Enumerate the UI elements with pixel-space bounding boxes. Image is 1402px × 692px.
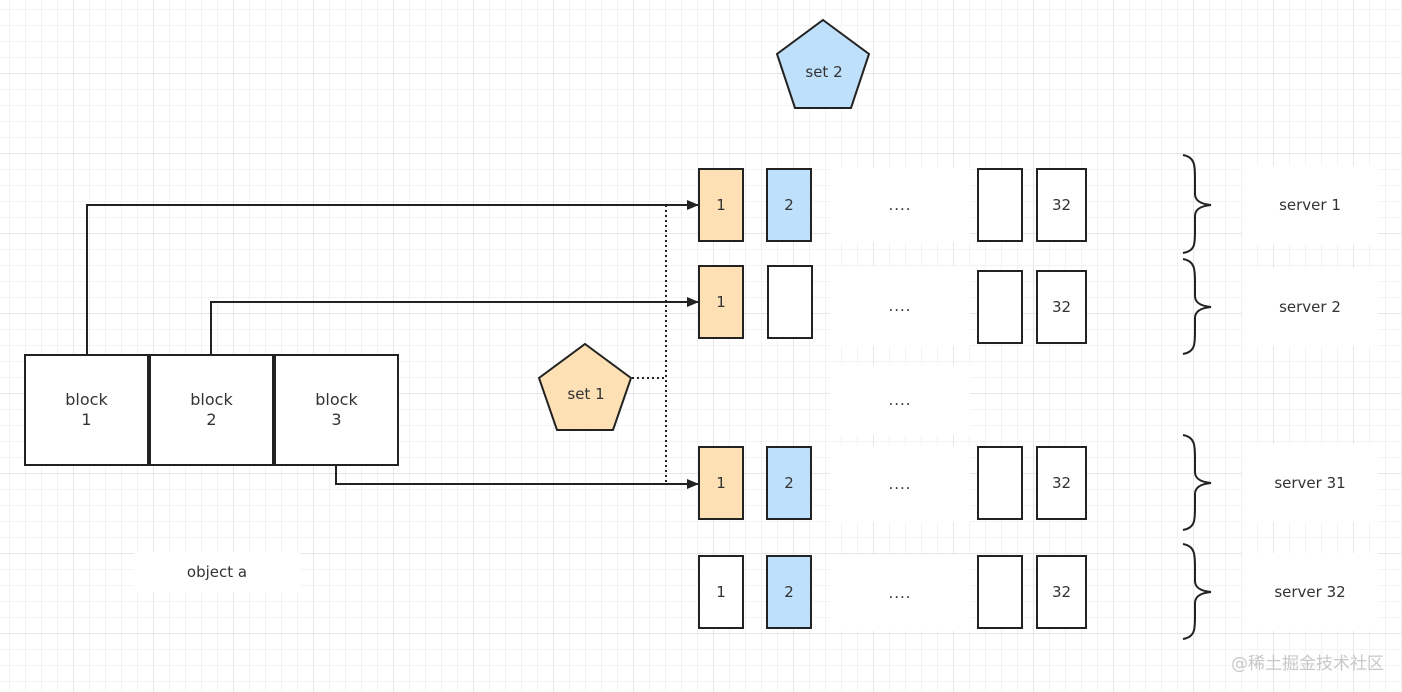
server2-slot-32: 32 [1036, 270, 1087, 344]
server1-slot-2: 2 [766, 168, 812, 242]
block-2-title: block [190, 390, 233, 409]
server2-slot-2 [767, 265, 813, 339]
server1-slot-31 [977, 168, 1023, 242]
middle-ellipsis: .... [888, 391, 912, 409]
set2-label: set 2 [805, 63, 843, 81]
server2-slot-31 [977, 270, 1023, 344]
arrow-block2-server2 [210, 297, 699, 355]
brace-server31 [1182, 434, 1212, 531]
block-3-title: block [315, 390, 358, 409]
arrow-block1-server1 [86, 200, 699, 355]
server32-slot-31 [977, 555, 1023, 629]
server2-ellipsis: .... [888, 297, 912, 315]
block-3-index: 3 [331, 410, 342, 429]
server32-ellipsis-bg: .... [830, 555, 970, 631]
server32-slot-2: 2 [766, 555, 812, 629]
block-1-title: block [65, 390, 108, 409]
server31-name: server 31 [1242, 444, 1378, 522]
server31-slot-2: 2 [766, 446, 812, 520]
block-2-index: 2 [206, 410, 217, 429]
server1-slot-1: 1 [698, 168, 744, 242]
middle-ellipsis-bg: .... [830, 365, 970, 435]
block-2: block 2 [149, 354, 274, 466]
server32-slot-32: 32 [1036, 555, 1087, 629]
server2-ellipsis-bg: .... [830, 266, 970, 346]
server31-slot-31 [977, 446, 1023, 520]
block-1-index: 1 [81, 410, 92, 429]
object-label: object a [134, 552, 300, 592]
block-1: block 1 [24, 354, 149, 466]
brace-server32 [1182, 543, 1212, 640]
brace-server1 [1182, 154, 1212, 254]
set1-pentagon [537, 342, 633, 431]
set2-pentagon [775, 18, 871, 109]
server1-name: server 1 [1242, 166, 1378, 244]
server2-name: server 2 [1242, 268, 1378, 346]
server31-ellipsis: .... [888, 475, 912, 493]
server31-slot-32: 32 [1036, 446, 1087, 520]
watermark-text: @稀土掘金技术社区 [1231, 654, 1384, 674]
set1-label: set 1 [567, 385, 605, 403]
server1-slot-32: 32 [1036, 168, 1087, 242]
server1-ellipsis-bg: .... [830, 168, 970, 242]
arrow-block3-server31 [335, 466, 699, 489]
server32-ellipsis: .... [888, 584, 912, 602]
server32-slot-1: 1 [698, 555, 744, 629]
server31-slot-1: 1 [698, 446, 744, 520]
server1-ellipsis: .... [888, 196, 912, 214]
brace-server2 [1182, 258, 1212, 355]
block-3: block 3 [274, 354, 399, 466]
server32-name: server 32 [1242, 553, 1378, 631]
server2-slot-1: 1 [698, 265, 744, 339]
server31-ellipsis-bg: .... [830, 446, 970, 522]
